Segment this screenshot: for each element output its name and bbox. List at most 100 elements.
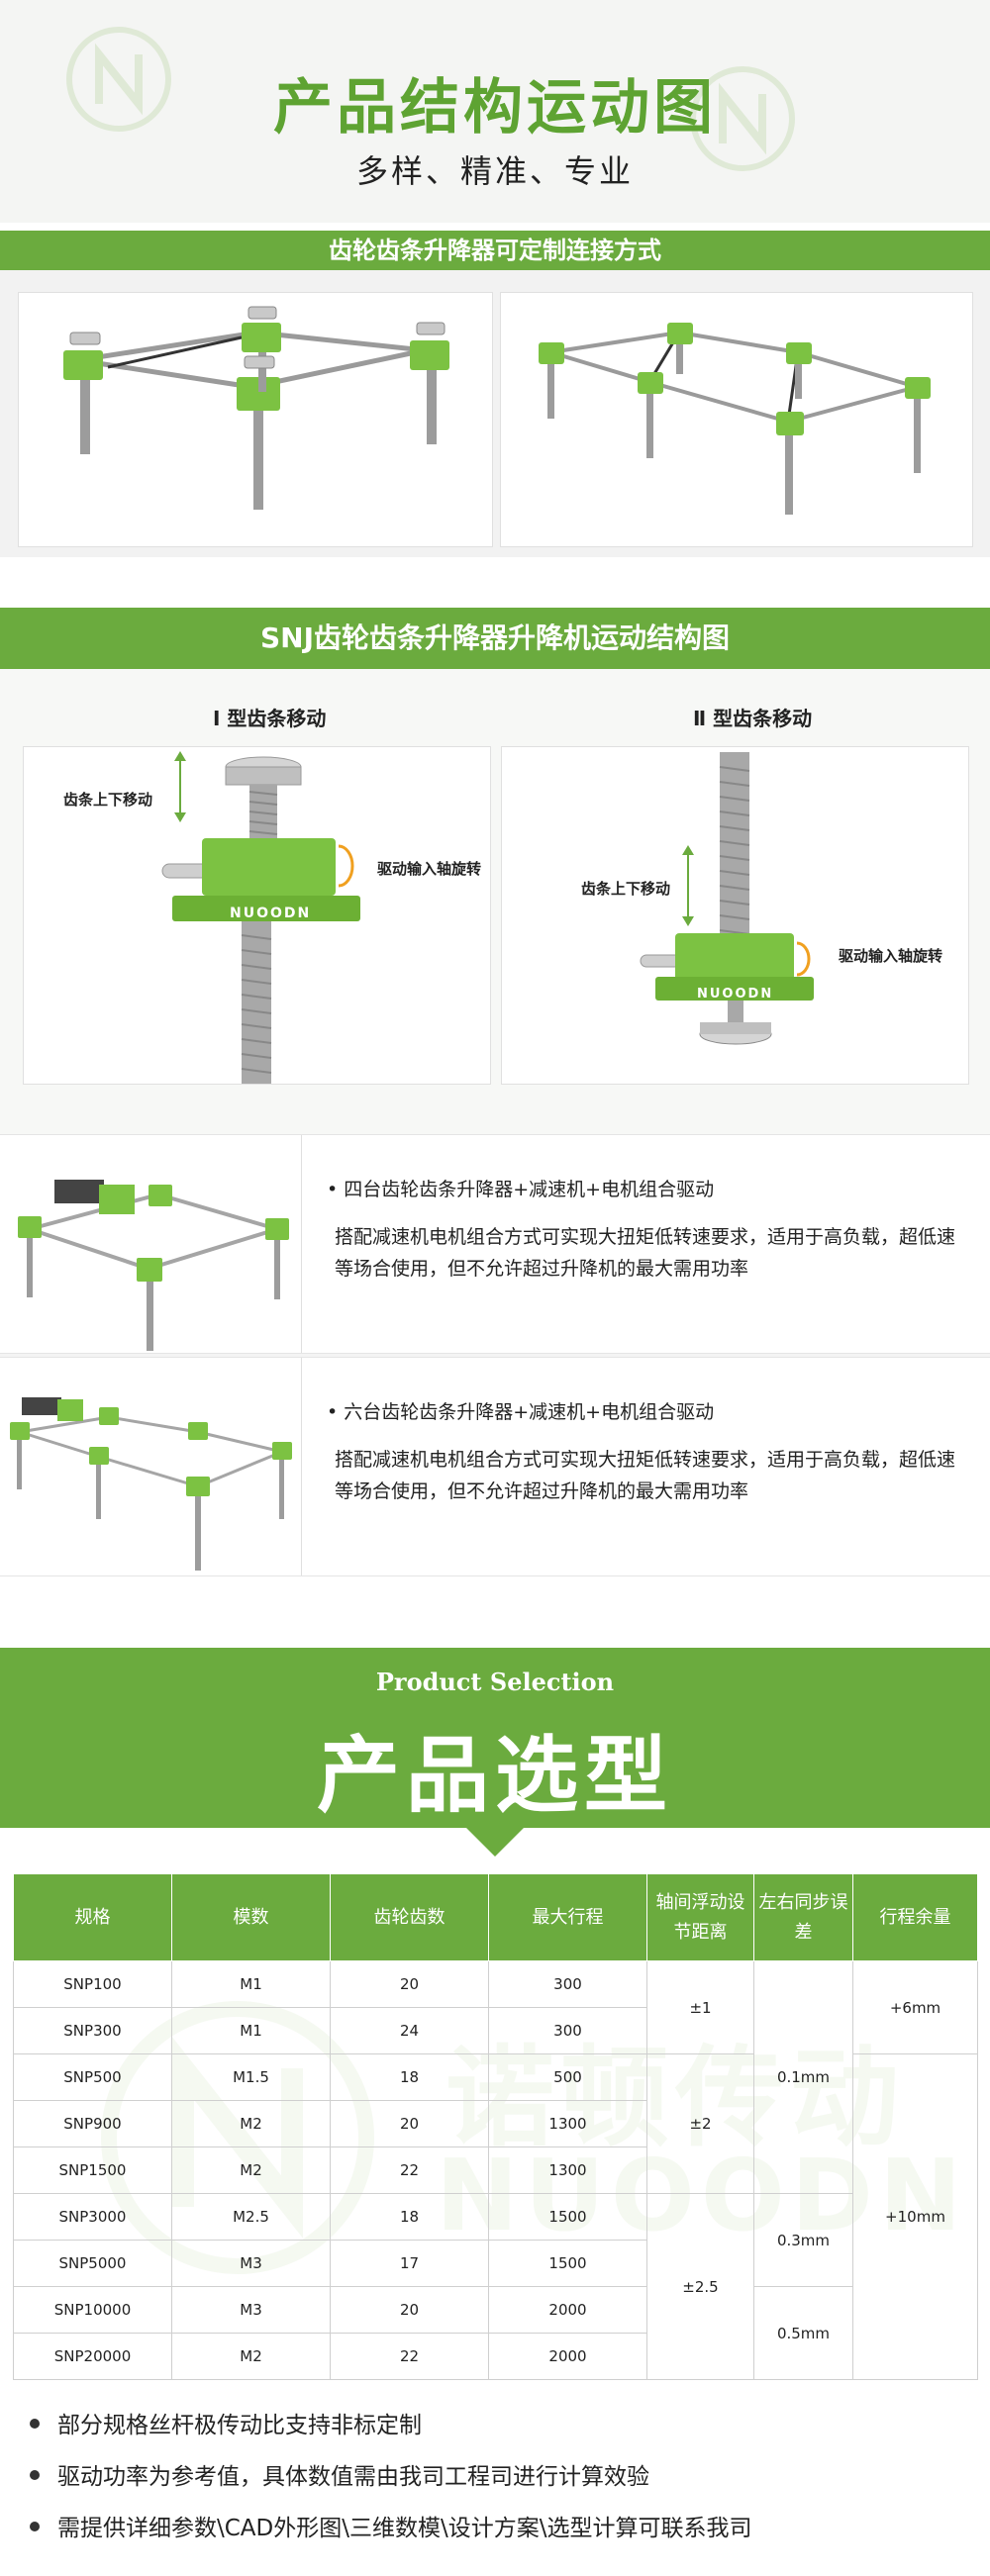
notes-list: 部分规格丝杆极传动比支持非标定制 驱动功率为参考值，具体数值需由我司工程司进行计… bbox=[30, 2400, 970, 2554]
four-jack-layout-image bbox=[18, 292, 493, 547]
bullet-icon bbox=[30, 2469, 40, 2480]
cell-stroke: 1300 bbox=[488, 2100, 647, 2147]
list-item: 驱动功率为参考值，具体数值需由我司工程司进行计算效验 bbox=[30, 2451, 970, 2503]
banner-notch-arrow bbox=[465, 1827, 525, 1857]
section-motion-bar: SNJ齿轮齿条升降器升降机运动结构图 bbox=[0, 608, 990, 669]
rack-jack-type2-illustration bbox=[640, 752, 814, 1045]
cell-module: M2 bbox=[171, 2147, 331, 2194]
cell-module: M2.5 bbox=[171, 2193, 331, 2241]
cell-stroke: 2000 bbox=[488, 2333, 647, 2380]
table-row: SNP10000 M3 20 2000 0.5mm bbox=[13, 2286, 978, 2380]
table-row: SNP900 M2 20 1300 bbox=[13, 2100, 978, 2147]
cell-module: M1 bbox=[171, 1960, 331, 2008]
table-header-row: 规格 模数 齿轮齿数 最大行程 轴间浮动设节距离 左右同步误差 行程余量 bbox=[13, 1873, 978, 1961]
four-jack-frame-illustration bbox=[63, 306, 449, 510]
cell-spec: SNP300 bbox=[13, 2007, 172, 2054]
cell-teeth: 20 bbox=[330, 2100, 489, 2147]
six-jack-layout-image bbox=[500, 292, 973, 547]
cell-margin: +6mm bbox=[852, 1960, 978, 2054]
cell-teeth: 20 bbox=[330, 1960, 489, 2008]
cell-sync: 0.5mm bbox=[753, 2286, 853, 2380]
col-header-module: 模数 bbox=[171, 1873, 331, 1961]
table-row: SNP500 M1.5 18 500 ±2 +10mm bbox=[13, 2053, 978, 2380]
col-header-spec: 规格 bbox=[13, 1873, 172, 1961]
cell-float: ±1 bbox=[646, 1960, 754, 2054]
bullet-icon bbox=[30, 2418, 40, 2429]
table-row: SNP20000 M2 22 2000 bbox=[13, 2333, 978, 2380]
cell-spec: SNP20000 bbox=[13, 2333, 172, 2380]
motion-structure-section: Ⅰ 型齿条移动 Ⅱ 型齿条移动 bbox=[0, 669, 990, 1134]
bullet-icon bbox=[30, 2521, 40, 2531]
type2-input-rotation-label: 驱动输入轴旋转 bbox=[839, 947, 943, 965]
combination-drive-section: • 四台齿轮齿条升降器+减速机+电机组合驱动 搭配减速机电机组合方式可实现大扭矩… bbox=[0, 1134, 990, 1576]
selection-en-title: Product Selection bbox=[375, 1668, 615, 1696]
list-item: 部分规格丝杆极传动比支持非标定制 bbox=[30, 2400, 970, 2451]
combo-four-heading: • 四台齿轮齿条升降器+减速机+电机组合驱动 bbox=[327, 1179, 715, 1200]
table-row: SNP100 M1 20 300 ±1 0.1mm +6mm bbox=[13, 1960, 978, 2194]
cell-spec: SNP100 bbox=[13, 1960, 172, 2008]
cell-float: ±2 bbox=[646, 2053, 754, 2194]
diagram-type2-panel: 齿条上下移动 驱动输入轴旋转 NUOODN bbox=[501, 746, 969, 1085]
cell-spec: SNP10000 bbox=[13, 2286, 172, 2334]
type1-input-rotation-label: 驱动输入轴旋转 bbox=[377, 860, 482, 878]
cell-teeth: 22 bbox=[330, 2333, 489, 2380]
col-header-sync: 左右同步误差 bbox=[753, 1873, 853, 1961]
note-text: 驱动功率为参考值，具体数值需由我司工程司进行计算效验 bbox=[57, 2464, 649, 2490]
cell-teeth: 22 bbox=[330, 2147, 489, 2194]
cell-module: M3 bbox=[171, 2240, 331, 2287]
cell-float: ±2.5 bbox=[646, 2193, 754, 2380]
note-text: 部分规格丝杆极传动比支持非标定制 bbox=[57, 2413, 422, 2438]
cell-module: M1.5 bbox=[171, 2053, 331, 2101]
combo-row-six: • 六台齿轮齿条升降器+减速机+电机组合驱动 搭配减速机电机组合方式可实现大扭矩… bbox=[0, 1357, 990, 1576]
combo-six-desc: 搭配减速机电机组合方式可实现大扭矩低转速要求，适用于高负载，超低速等场合使用，但… bbox=[335, 1449, 956, 1502]
list-item: 需提供详细参数\CAD外形图\三维数模\设计方案\选型计算可联系我司 bbox=[30, 2503, 970, 2554]
cell-stroke: 1500 bbox=[488, 2240, 647, 2287]
combo-six-heading: • 六台齿轮齿条升降器+减速机+电机组合驱动 bbox=[327, 1401, 715, 1423]
six-jack-motor-image bbox=[0, 1358, 302, 1575]
selection-zh-title: 产品选型 bbox=[316, 1727, 673, 1824]
cell-teeth: 20 bbox=[330, 2286, 489, 2334]
cell-teeth: 17 bbox=[330, 2240, 489, 2287]
col-header-margin: 行程余量 bbox=[852, 1873, 978, 1961]
product-selection-table: 规格 模数 齿轮齿数 最大行程 轴间浮动设节距离 左右同步误差 行程余量 SNP… bbox=[13, 1873, 978, 2380]
cell-stroke: 300 bbox=[488, 1960, 647, 2008]
cell-stroke: 2000 bbox=[488, 2286, 647, 2334]
cell-spec: SNP900 bbox=[13, 2100, 172, 2147]
connection-section bbox=[0, 270, 990, 557]
cell-stroke: 1300 bbox=[488, 2147, 647, 2194]
page-title: 产品结构运动图 bbox=[273, 73, 717, 143]
diagram-type1-panel: 齿条上下移动 驱动输入轴旋转 NUOODN bbox=[23, 746, 491, 1085]
cell-module: M3 bbox=[171, 2286, 331, 2334]
combo-text-six: • 六台齿轮齿条升降器+减速机+电机组合驱动 搭配减速机电机组合方式可实现大扭矩… bbox=[327, 1397, 970, 1507]
type2-rack-motion-label: 齿条上下移动 bbox=[581, 880, 671, 898]
cell-stroke: 1500 bbox=[488, 2193, 647, 2241]
cell-module: M1 bbox=[171, 2007, 331, 2054]
rack-jack-type1-illustration bbox=[161, 751, 360, 1084]
note-text: 需提供详细参数\CAD外形图\三维数模\设计方案\选型计算可联系我司 bbox=[57, 2516, 752, 2541]
cell-sync: 0.1mm bbox=[753, 1960, 853, 2194]
cell-spec: SNP3000 bbox=[13, 2193, 172, 2241]
cell-module: M2 bbox=[171, 2100, 331, 2147]
table-row: SNP1500 M2 22 1300 bbox=[13, 2147, 978, 2194]
cell-sync: 0.3mm bbox=[753, 2193, 853, 2287]
brand-plate: NUOODN bbox=[697, 987, 774, 1002]
diagram-type2-title: Ⅱ 型齿条移动 bbox=[693, 707, 813, 730]
col-header-float: 轴间浮动设节距离 bbox=[646, 1873, 754, 1961]
four-jack-motor-illustration bbox=[18, 1180, 289, 1351]
section-connection-bar: 齿轮齿条升降器可定制连接方式 bbox=[0, 231, 990, 270]
cell-spec: SNP5000 bbox=[13, 2240, 172, 2287]
brand-plate: NUOODN bbox=[230, 906, 312, 921]
cell-module: M2 bbox=[171, 2333, 331, 2380]
col-header-stroke: 最大行程 bbox=[488, 1873, 647, 1961]
type1-rack-motion-label: 齿条上下移动 bbox=[63, 791, 153, 809]
cell-spec: SNP1500 bbox=[13, 2147, 172, 2194]
hero-banner: 产品结构运动图 多样、精准、专业 bbox=[0, 0, 990, 223]
cell-teeth: 18 bbox=[330, 2053, 489, 2101]
cell-spec: SNP500 bbox=[13, 2053, 172, 2101]
combo-text-four: • 四台齿轮齿条升降器+减速机+电机组合驱动 搭配减速机电机组合方式可实现大扭矩… bbox=[327, 1175, 970, 1285]
six-jack-motor-illustration bbox=[10, 1397, 292, 1571]
four-jack-motor-image bbox=[0, 1135, 302, 1353]
table-row: SNP3000 M2.5 18 1500 ±2.5 0.3mm bbox=[13, 2193, 978, 2380]
cell-stroke: 300 bbox=[488, 2007, 647, 2054]
cell-teeth: 24 bbox=[330, 2007, 489, 2054]
